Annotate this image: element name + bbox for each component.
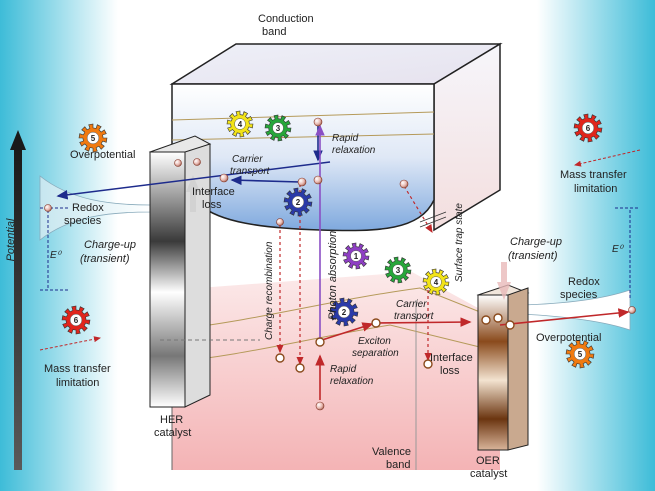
- charge-up-label-left: Charge-up(transient): [80, 239, 136, 265]
- carrier-hole: [315, 337, 325, 347]
- gear-g6-left-icon: 6: [61, 305, 91, 335]
- gear-number: 1: [354, 252, 359, 261]
- carrier-transport-arrow-top: [230, 175, 301, 186]
- gear-number: 3: [276, 124, 281, 133]
- gear-g5-left-icon: 5: [78, 123, 108, 153]
- gear-number: 2: [342, 308, 347, 317]
- gear-number: 3: [396, 266, 401, 275]
- carrier-hole: [423, 359, 433, 369]
- gear-g4-top-icon: 4: [226, 110, 254, 138]
- carrier-electron: [313, 117, 323, 127]
- carrier-particles: [174, 117, 515, 411]
- carrier-electron: [297, 177, 307, 187]
- carrier-electron: [399, 179, 409, 189]
- e0-label-right: E⁰: [612, 244, 625, 255]
- gear-number: 6: [586, 124, 591, 133]
- redox-funnel-left: [39, 175, 151, 291]
- carrier-electron: [276, 218, 284, 226]
- gear-number: 4: [238, 120, 243, 129]
- gear-number: 2: [296, 198, 301, 207]
- gear-g1-icon: 1: [342, 242, 370, 270]
- gear-group: 4 3 2 1 3 4 2 5 5 6 6: [61, 110, 603, 369]
- carrier-hole: [295, 363, 305, 373]
- charge-up-arrow-left: [186, 175, 200, 212]
- overpotential-label-left: Overpotential: [70, 149, 135, 161]
- charge-recombination-label: Charge recombination: [264, 241, 275, 340]
- charge-up-label-right: Charge-up(transient): [508, 236, 562, 262]
- gear-g3-top-icon: 3: [264, 114, 292, 142]
- oer-catalyst-bar: [476, 284, 530, 451]
- carrier-hole: [275, 353, 285, 363]
- carrier-hole: [493, 313, 503, 323]
- carrier-transport-arrow-mid: [375, 317, 472, 327]
- carrier-hole: [481, 315, 491, 325]
- photon-absorption-label: Photon absorption: [327, 231, 339, 320]
- exciton-separation-arrow: [321, 322, 374, 341]
- gear-g6-right-icon: 6: [573, 113, 603, 143]
- gear-g3-mid-icon: 3: [384, 256, 412, 284]
- carrier-electron: [313, 175, 323, 185]
- mass-transfer-arrow-left: [39, 336, 101, 351]
- gear-number: 5: [91, 134, 96, 143]
- carrier-hole: [505, 320, 515, 330]
- gear-number: 5: [578, 350, 583, 359]
- potential-label: Potential: [5, 218, 17, 261]
- carrier-hole: [371, 318, 381, 328]
- gear-g2-top-icon: 2: [283, 187, 313, 217]
- e0-label-left: E⁰: [50, 250, 63, 261]
- carrier-electron: [219, 173, 229, 183]
- gear-number: 6: [74, 316, 79, 325]
- potential-axis: [10, 130, 26, 470]
- surface-trap-marks: [419, 211, 447, 228]
- surface-trap-state-label: Surface trap state: [454, 203, 465, 282]
- carrier-hole: [315, 401, 325, 411]
- overpotential-arrow-left: [56, 161, 331, 200]
- carrier-electron: [193, 158, 201, 166]
- mass-transfer-arrow-right: [574, 149, 641, 167]
- charge-up-arrow-right: [497, 262, 511, 300]
- overpotential-label-right: Overpotential: [536, 332, 601, 344]
- overpotential-arrow-right: [499, 308, 630, 326]
- gear-g2-bottom-icon: 2: [329, 297, 359, 327]
- gear-g5-right-icon: 5: [565, 339, 595, 369]
- gear-number: 4: [434, 278, 439, 287]
- carrier-electron: [174, 159, 182, 167]
- redox-funnel-right: [519, 207, 640, 331]
- gear-g4-mid-icon: 4: [422, 268, 450, 296]
